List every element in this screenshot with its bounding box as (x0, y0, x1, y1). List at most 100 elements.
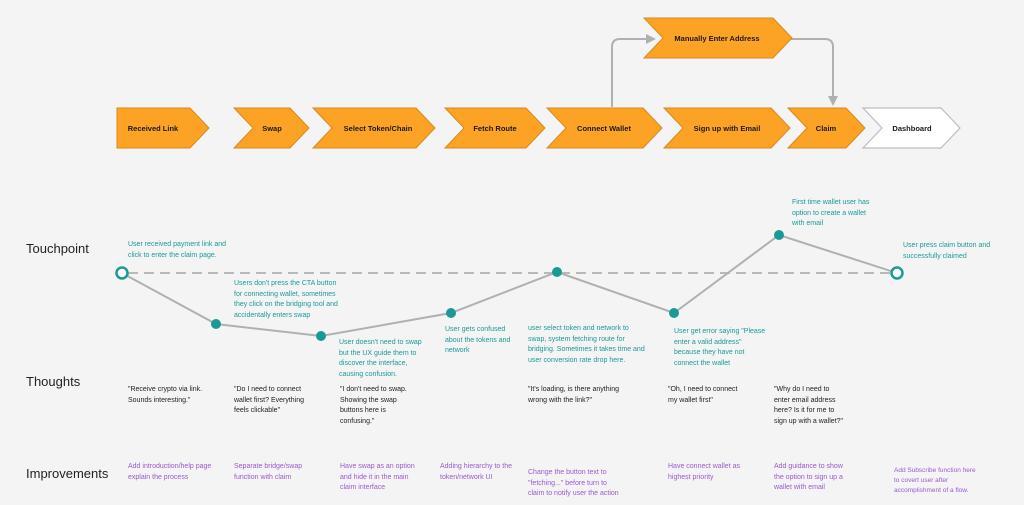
improvement-note: Have connect wallet as highest priority (668, 462, 740, 483)
touchpoint-note: User press claim button and successfully… (903, 241, 990, 262)
note-line: accomplishment of a flow. (894, 487, 969, 494)
thought-note: "Receive crypto via link. Sounds interes… (128, 385, 202, 406)
improvement-note: Add Subscribe function here to covert us… (894, 466, 976, 496)
note-line: user conversion rate drop here. (528, 356, 626, 364)
note-line: enter a valid address" (674, 338, 742, 346)
note-line: "It's loading, is there anything (528, 386, 619, 393)
note-line: accidentally enters swap (234, 311, 311, 319)
touchpoint-node-end (890, 266, 904, 280)
step-label: Sign up with Email (694, 124, 761, 133)
step-label: Swap (262, 124, 282, 133)
note-line: to covert user after (894, 477, 949, 484)
step-received-link: Received Link (116, 107, 210, 149)
improvement-note: Separate bridge/swap function with claim (234, 462, 302, 483)
note-line: "fetching..." before turn to (528, 479, 607, 487)
step-shape (545, 107, 663, 149)
branch-arrowhead-right (646, 34, 656, 44)
note-line: claim to notify user the action (528, 490, 619, 497)
touchpoint-note: User get error saying "Please enter a va… (674, 327, 765, 369)
note-line: Have connect wallet as (668, 463, 740, 470)
note-line: swap, system fetching route for (528, 335, 625, 343)
note-line: bridging. Sometimes it takes time and (528, 346, 645, 353)
step-label: Dashboard (892, 124, 932, 133)
note-line: "Oh, I need to connect (668, 386, 738, 393)
note-line: User get error saying "Please (674, 328, 766, 335)
step-fetch-route: Fetch Route (443, 107, 546, 149)
improvement-note: Add introduction/help page explain the p… (128, 462, 211, 483)
touchpoint-note: User received payment link and click to … (128, 240, 226, 261)
note-line: causing confusion. (339, 370, 397, 378)
note-line: "I don't need to swap. (340, 386, 407, 393)
note-line: sign up with a wallet?" (774, 417, 844, 425)
row-label-improvements: Improvements (26, 466, 109, 481)
note-line: my wallet first" (668, 396, 713, 404)
step-claim: Claim (786, 107, 866, 149)
note-line: network (445, 347, 470, 354)
note-line: user select token and network to (528, 325, 629, 332)
touchpoint-node-start (115, 266, 129, 280)
note-line: Have swap as an option (340, 463, 415, 470)
note-line: wallet with email (774, 484, 825, 491)
touchpoint-node (669, 308, 679, 318)
step-select-token-chain: Select Token/Chain (311, 107, 436, 149)
note-line: First time wallet user has (792, 199, 870, 206)
step-shape (786, 107, 866, 149)
note-line: here? Is it for me to (774, 407, 835, 414)
note-line: User received payment link and (128, 241, 227, 248)
note-line: Add introduction/help page (128, 463, 212, 470)
thought-note: "Do I need to connect wallet first? Ever… (234, 385, 304, 417)
step-label: Fetch Route (473, 124, 516, 133)
touchpoint-node (211, 319, 221, 329)
note-line: function with claim (234, 473, 292, 481)
improvement-note: Have swap as an option and hide it in th… (340, 462, 415, 494)
note-line: Sounds interesting." (128, 396, 191, 404)
note-line: claim interface (340, 484, 386, 491)
touchpoint-note: user select token and network to swap, s… (528, 324, 645, 366)
touchpoint-note: First time wallet user has option to cre… (792, 198, 869, 230)
note-line: discover the interface, (339, 360, 408, 367)
note-line: User press claim button and (903, 242, 991, 249)
note-line: feels clickable" (234, 407, 281, 414)
branch-connector-up (611, 38, 648, 107)
note-line: Adding hierarchy to the (440, 463, 512, 470)
note-line: because they have not (674, 349, 745, 356)
note-line: but the UX guide them to (339, 349, 417, 357)
touchpoint-note: User doesn't need to swap but the UX gui… (339, 338, 422, 380)
step-shape (116, 107, 210, 149)
step-connect-wallet: Connect Wallet (545, 107, 663, 149)
note-line: explain the process (128, 473, 189, 481)
improvement-note: Add guidance to show the option to sign … (774, 462, 843, 494)
note-line: User gets confused (445, 326, 506, 333)
note-line: token/network UI (440, 473, 493, 481)
note-line: Separate bridge/swap (234, 463, 303, 470)
note-line: User doesn't need to swap (339, 339, 422, 346)
thought-note: "Why do I need to enter email address he… (774, 385, 843, 427)
step-label: Claim (816, 124, 837, 133)
step-dashboard: Dashboard (861, 107, 961, 149)
step-label: Received Link (128, 124, 179, 133)
note-line: Add Subscribe function here (894, 467, 976, 474)
note-line: and hide it in the main (340, 473, 409, 481)
step-label: Manually Enter Address (674, 34, 759, 43)
touchpoint-note: User gets confused about the tokens and … (445, 325, 510, 357)
improvement-note: Adding hierarchy to the token/network UI (440, 462, 512, 483)
thought-note: "I don't need to swap. Showing the swap … (340, 385, 407, 427)
step-shape (642, 17, 793, 59)
note-line: with email (792, 220, 824, 227)
note-line: click to enter the claim page. (128, 251, 217, 259)
step-sign-up-with-email: Sign up with Email (662, 107, 791, 149)
note-line: confusing." (340, 417, 375, 425)
note-line: Change the button text to (528, 469, 607, 476)
step-shape-final (861, 107, 961, 149)
note-line: "Why do I need to (774, 386, 830, 393)
note-line: successfully claimed (903, 252, 967, 260)
step-label: Connect Wallet (577, 124, 631, 133)
note-line: about the tokens and (445, 336, 511, 344)
step-manually-enter-address: Manually Enter Address (642, 17, 793, 59)
touchpoint-note: Users don't press the CTA button for con… (234, 279, 338, 321)
note-line: "Receive crypto via link. (128, 386, 203, 393)
row-label-touchpoint: Touchpoint (26, 241, 89, 256)
branch-connector-down (791, 38, 834, 97)
note-line: the option to sign up a (774, 473, 843, 481)
